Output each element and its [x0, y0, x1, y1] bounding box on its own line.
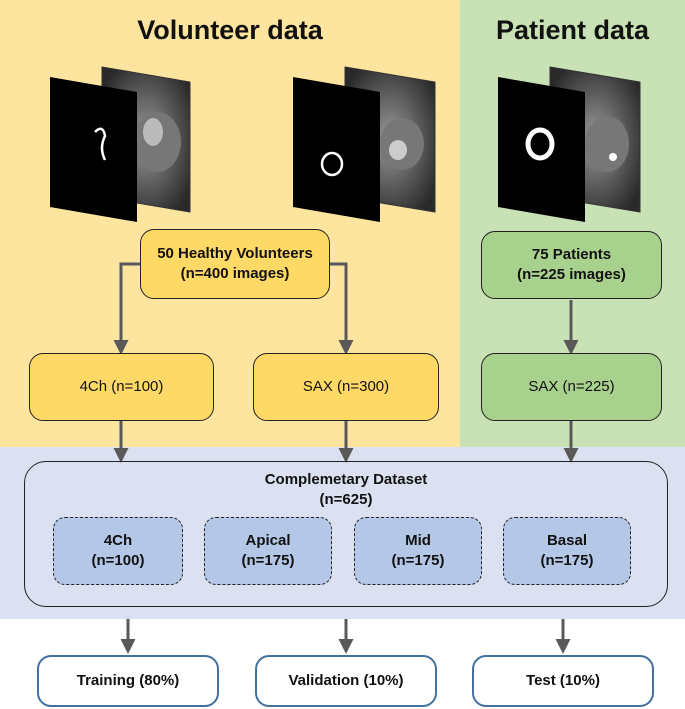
patient-sax-image-stack: [498, 66, 641, 222]
healthy-volunteers-box: 50 Healthy Volunteers (n=400 images): [140, 229, 330, 299]
subset-mid-box: Mid (n=175): [354, 517, 482, 585]
complementary-dataset-label: Complemetary Dataset (n=625): [264, 471, 428, 508]
subset-apical-box: Apical (n=175): [204, 517, 332, 585]
subset-basal-box: Basal (n=175): [503, 517, 631, 585]
validation-box: Validation (10%): [255, 655, 437, 707]
patients-box: 75 Patients (n=225 images): [481, 231, 662, 299]
volunteer-sax-box: SAX (n=300): [253, 353, 439, 421]
volunteer-4ch-image-stack: [50, 66, 191, 222]
subset-4ch-box: 4Ch (n=100): [53, 517, 183, 585]
volunteer-4ch-box: 4Ch (n=100): [29, 353, 214, 421]
training-box: Training (80%): [37, 655, 219, 707]
complementary-dataset-box: [24, 461, 668, 607]
patient-sax-box: SAX (n=225): [481, 353, 662, 421]
volunteer-data-title: Volunteer data: [137, 15, 323, 45]
patient-data-title: Patient data: [495, 15, 650, 45]
test-box: Test (10%): [472, 655, 654, 707]
volunteer-sax-image-stack: [293, 66, 436, 222]
